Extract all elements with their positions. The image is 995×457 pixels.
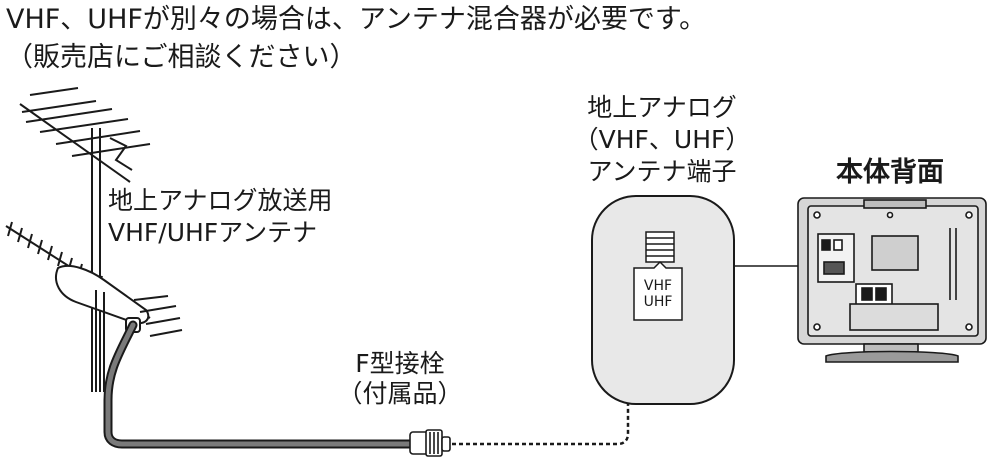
uhf-antenna: [5, 221, 183, 392]
antenna-label-line-1: 地上アナログ放送用: [108, 186, 333, 215]
vhf-antenna: [19, 87, 151, 392]
tv-rear: [797, 197, 987, 363]
antenna-label-line-2: VHF/UHFアンテナ: [108, 218, 318, 247]
connector-label-line-2: （付属品）: [337, 379, 463, 408]
antenna-terminal-plate: [591, 195, 735, 405]
terminal-label-line-1: 地上アナログ: [587, 93, 737, 122]
note-line-1: VHF、UHFが別々の場合は、アンテナ混合器が必要です。: [6, 4, 707, 35]
port-label-vhf: VHF: [643, 278, 673, 294]
note-line-2: （販売店にご相談ください）: [6, 42, 357, 73]
connector-label-line-1: F型接栓: [355, 349, 445, 378]
f-connector: [409, 429, 451, 457]
terminal-label-line-2: （VHF、UHF）: [573, 125, 751, 154]
tv-rear-label: 本体背面: [836, 157, 944, 188]
port-label: VHF UHF: [634, 278, 682, 310]
terminal-port: [645, 231, 675, 263]
terminal-label-line-3: アンテナ端子: [587, 157, 737, 186]
port-label-uhf: UHF: [643, 294, 673, 310]
